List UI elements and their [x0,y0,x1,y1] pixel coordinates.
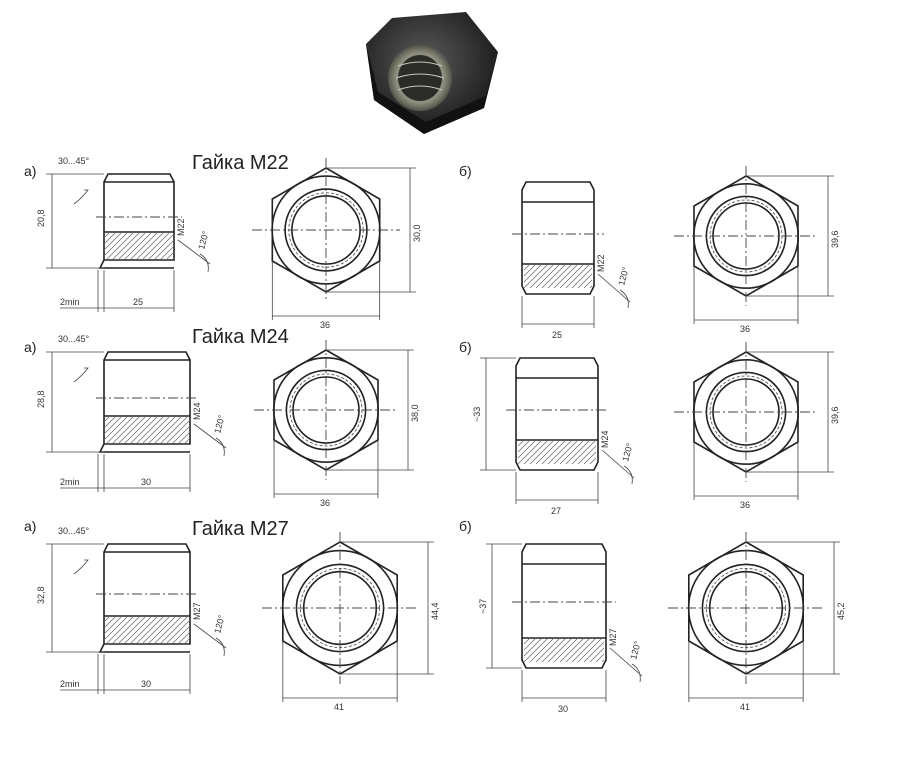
chamfer-dim: 30...45° [58,156,90,166]
angle-dim: 120° [212,414,227,435]
across-flats-dim: 36 [740,324,750,334]
height-dim: ~37 [478,599,488,614]
end-view-a [262,532,434,702]
chamfer-dim: 30...45° [58,526,90,536]
side-view-b [506,357,635,504]
width-dim: 30 [141,477,151,487]
thread-dim: М22 [596,254,606,272]
side-view-a [46,543,227,694]
variant-b-label: б) [459,339,472,355]
thread-dim: М24 [600,430,610,448]
angle-dim: 120° [212,614,227,635]
variant-a-label: а) [24,163,37,179]
width-dim: 25 [552,330,562,340]
angle-dim: 120° [196,230,211,251]
height-dim: 28,8 [36,390,46,408]
width-dim: 30 [141,679,151,689]
angle-dim: 120° [620,442,635,463]
side-view-b [512,543,643,702]
across-corners-dim: 44,4 [430,602,440,620]
angle-dim: 120° [628,640,643,661]
end-view-a [254,340,414,498]
title-m24: Гайка М24 [192,326,289,348]
width-dim: 30 [558,704,568,714]
title-m27: Гайка М27 [192,518,289,540]
height-dim: 20,8 [36,209,46,227]
side-view-a [46,173,211,312]
side-view-b [512,181,631,328]
width-dim: 27 [551,506,561,516]
across-flats-dim: 36 [320,498,330,508]
end-view-b [674,166,834,324]
variant-a-label: а) [24,339,37,355]
height-dim: 32,8 [36,586,46,604]
side-view-a [46,351,227,492]
width-dim: 25 [133,297,143,307]
thread-dim: М27 [608,628,618,646]
end-view-a [252,158,416,320]
across-corners-dim: 30,0 [412,224,422,242]
min-dim: 2min [60,679,80,689]
variant-b-label: б) [459,163,472,179]
height-dim: ~33 [472,407,482,422]
end-view-b [668,532,840,702]
across-corners-dim: 38,0 [410,404,420,422]
end-view-b [674,342,834,500]
thread-dim: М22 [176,218,186,236]
variant-b-label: б) [459,518,472,534]
min-dim: 2min [60,297,80,307]
thread-dim: М27 [192,602,202,620]
across-corners-dim: 39,6 [830,230,840,248]
across-flats-dim: 36 [320,320,330,330]
variant-a-label: а) [24,518,37,534]
across-corners-dim: 39,6 [830,406,840,424]
across-corners-dim: 45,2 [836,602,846,620]
across-flats-dim: 36 [740,500,750,510]
chamfer-dim: 30...45° [58,334,90,344]
across-flats-dim: 41 [740,702,750,712]
angle-dim: 120° [616,266,631,287]
thread-dim: М24 [192,402,202,420]
across-flats-dim: 41 [334,702,344,712]
title-m22: Гайка М22 [192,152,289,174]
min-dim: 2min [60,477,80,487]
